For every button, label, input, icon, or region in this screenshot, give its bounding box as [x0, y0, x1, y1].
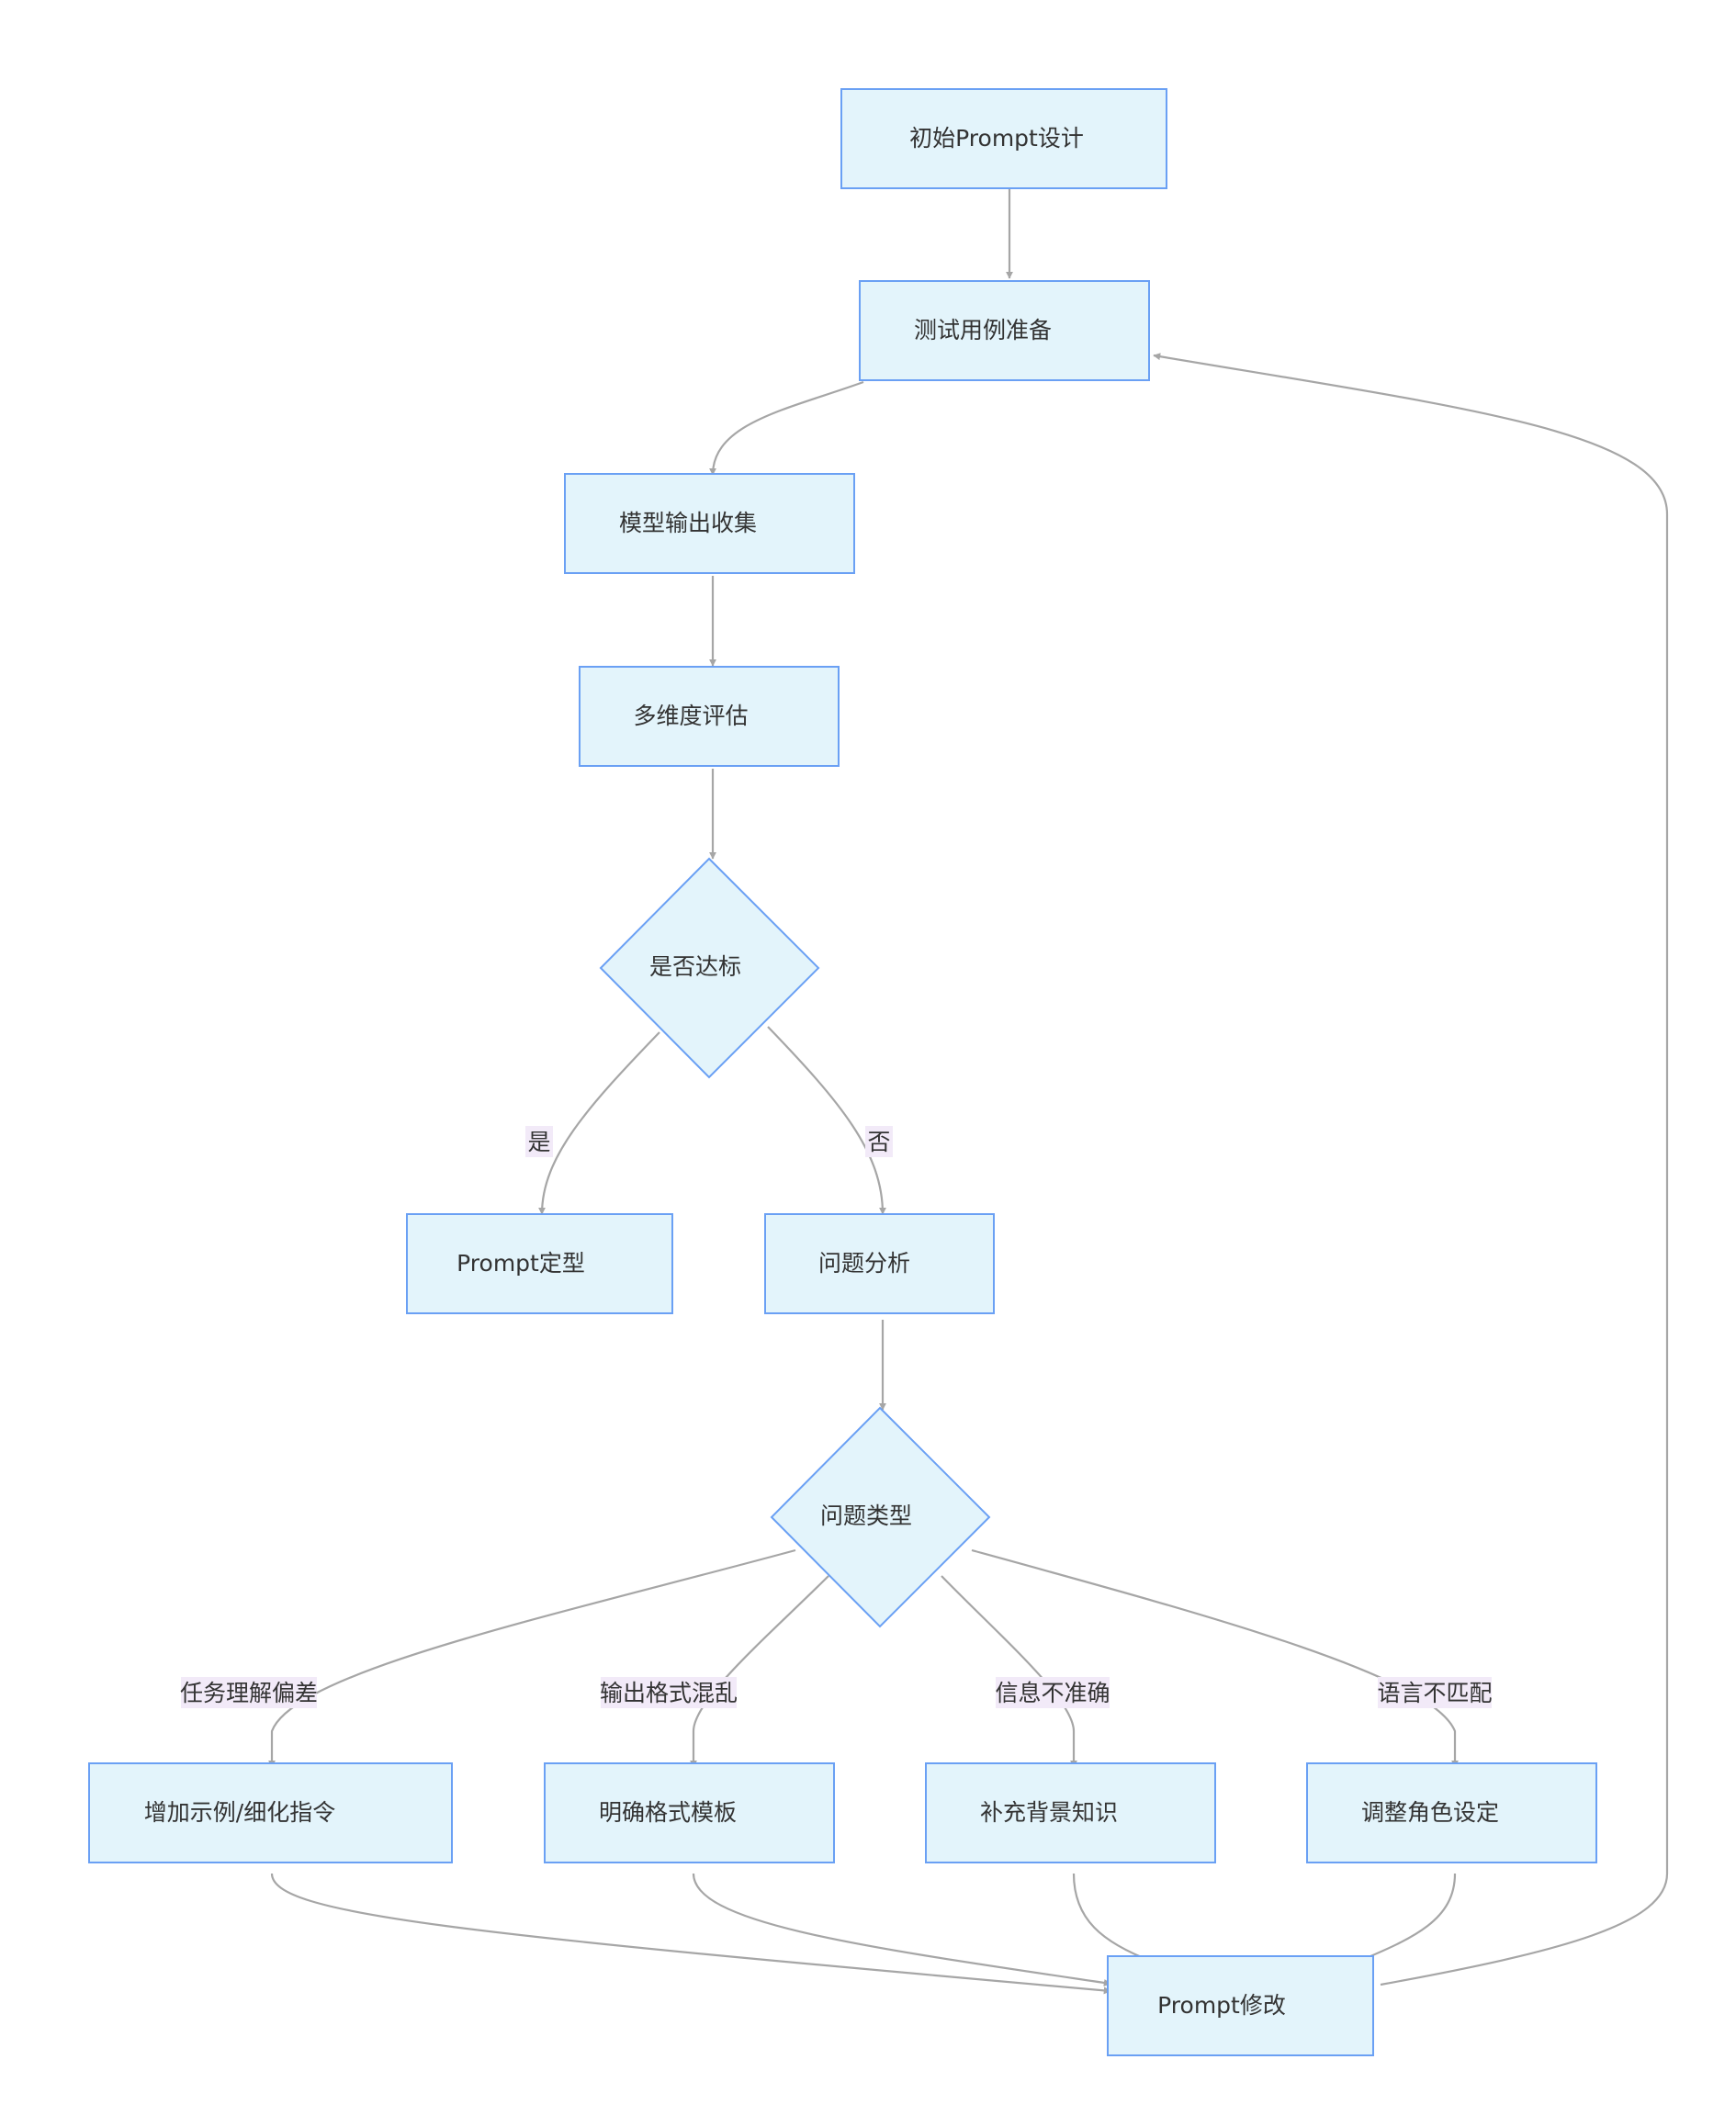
edges	[268, 189, 1669, 1995]
svg-text:是否达标: 是否达标	[649, 953, 741, 980]
svg-text:问题类型: 问题类型	[820, 1502, 912, 1529]
edge-label-info-inaccurate: 信息不准确	[995, 1677, 1110, 1708]
svg-text:增加示例/细化指令: 增加示例/细化指令	[144, 1799, 335, 1826]
edge-labels: 是 否 任务理解偏差 输出格式混乱 信息不准确 语言不匹配	[180, 1126, 1493, 1708]
edge-prepare-to-collect	[709, 380, 864, 476]
edge-label-yes: 是	[525, 1126, 553, 1157]
svg-text:语言不匹配: 语言不匹配	[1377, 1680, 1492, 1706]
svg-text:测试用例准备: 测试用例准备	[914, 317, 1052, 343]
edge-fix-task-to-modify	[270, 1873, 1111, 1995]
node-fix-task: 增加示例/细化指令	[88, 1762, 453, 1863]
svg-text:多维度评估: 多维度评估	[633, 703, 748, 729]
svg-text:是: 是	[527, 1129, 550, 1155]
edge-problem-type-to-fix-task	[268, 1548, 796, 1768]
edge-fix-lang-to-modify	[1357, 1873, 1457, 1964]
edge-label-no: 否	[865, 1126, 893, 1157]
edge-problem-type-to-fix-info	[941, 1575, 1077, 1768]
svg-text:否: 否	[867, 1129, 890, 1155]
node-pass-check: 是否达标	[599, 857, 820, 1079]
svg-text:调整角色设定: 调整角色设定	[1361, 1799, 1499, 1826]
edge-fix-info-to-modify	[1072, 1873, 1154, 1964]
edge-pass-check-to-analyze	[767, 1026, 886, 1215]
svg-text:明确格式模板: 明确格式模板	[599, 1799, 737, 1826]
node-problem-type: 问题类型	[770, 1406, 991, 1628]
edge-modify-to-prepare	[1153, 353, 1669, 1986]
node-prepare: 测试用例准备	[859, 280, 1150, 381]
svg-text:初始Prompt设计: 初始Prompt设计	[909, 125, 1084, 152]
nodes: 初始Prompt设计 测试用例准备 模型输出收集 多维度评估 是否达标 Prom…	[88, 88, 1597, 2056]
svg-text:信息不准确: 信息不准确	[995, 1680, 1110, 1706]
svg-text:问题分析: 问题分析	[818, 1250, 910, 1277]
edge-label-lang-mismatch: 语言不匹配	[1377, 1677, 1493, 1708]
node-fix-format: 明确格式模板	[544, 1762, 835, 1863]
node-collect: 模型输出收集	[564, 473, 855, 574]
svg-text:Prompt定型: Prompt定型	[457, 1250, 585, 1277]
edge-pass-check-to-finalize	[538, 1031, 660, 1215]
edge-problem-type-to-fix-lang	[971, 1548, 1459, 1768]
svg-text:任务理解偏差: 任务理解偏差	[180, 1680, 318, 1706]
svg-text:模型输出收集: 模型输出收集	[619, 510, 757, 536]
edge-fix-format-to-modify	[692, 1873, 1111, 1986]
svg-text:Prompt修改: Prompt修改	[1157, 1992, 1286, 2019]
node-analyze: 问题分析	[764, 1213, 995, 1314]
node-evaluate: 多维度评估	[579, 666, 840, 767]
node-fix-info: 补充背景知识	[925, 1762, 1216, 1863]
node-modify: Prompt修改	[1107, 1955, 1374, 2056]
edge-problem-type-to-fix-format	[690, 1575, 829, 1768]
edge-label-task-bias: 任务理解偏差	[180, 1677, 318, 1708]
edge-label-format-chaos: 输出格式混乱	[600, 1677, 738, 1708]
node-finalize: Prompt定型	[406, 1213, 673, 1314]
svg-text:输出格式混乱: 输出格式混乱	[600, 1680, 738, 1706]
node-start: 初始Prompt设计	[840, 88, 1167, 189]
node-fix-lang: 调整角色设定	[1306, 1762, 1597, 1863]
svg-text:补充背景知识: 补充背景知识	[980, 1799, 1118, 1826]
